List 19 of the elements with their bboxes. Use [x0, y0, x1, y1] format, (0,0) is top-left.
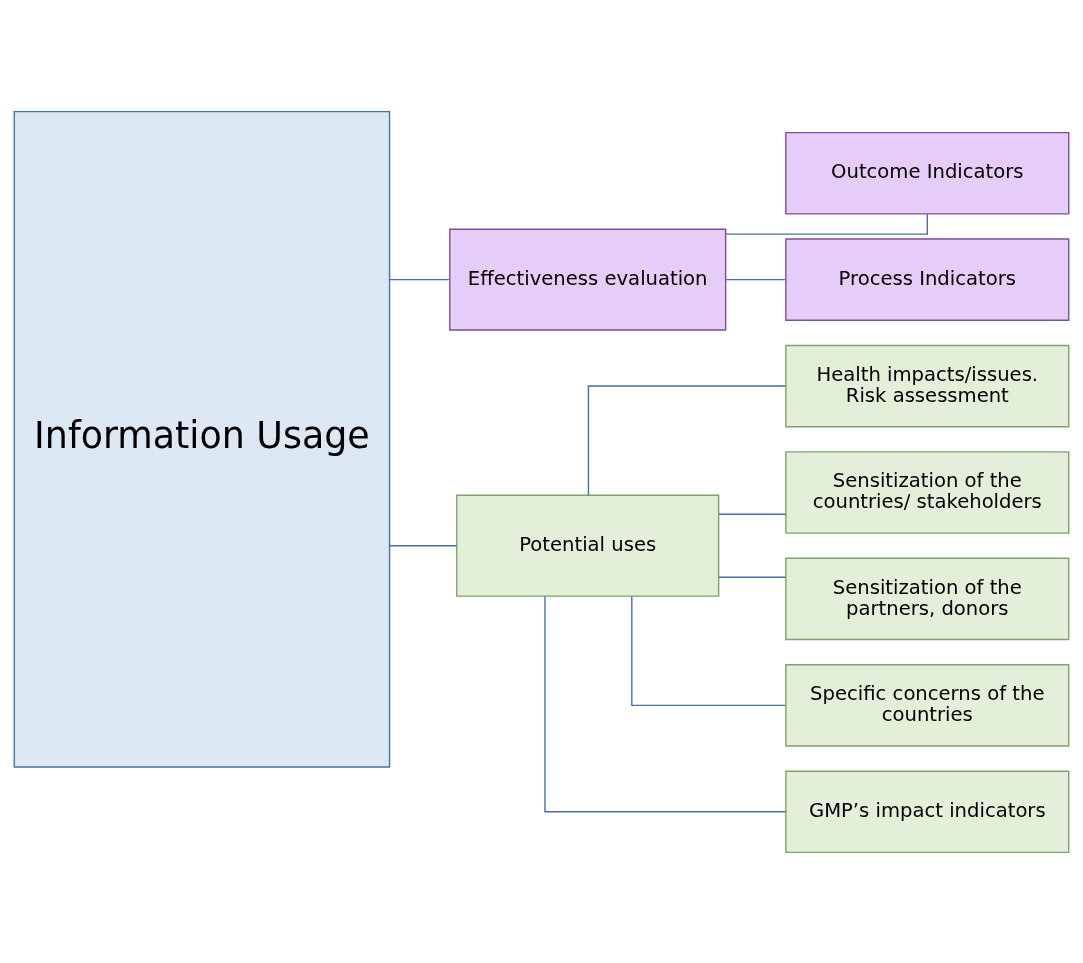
- node-box: Information Usage: [13, 110, 391, 768]
- connector: [389, 544, 458, 546]
- node-box: Specific concerns of the countries: [785, 663, 1070, 747]
- node-box: Health impacts/issues. Risk assessment: [785, 344, 1070, 427]
- connector: [587, 384, 787, 496]
- connector: [718, 513, 787, 515]
- node-box: Sensitization of the countries/ stakeholders: [785, 450, 1070, 534]
- node-box: Outcome Indicators: [785, 131, 1070, 215]
- node-box: Sensitization of the partners, donors: [785, 557, 1070, 640]
- connector: [725, 278, 787, 280]
- node-box: Effectiveness evaluation: [449, 228, 727, 331]
- connector: [631, 595, 787, 706]
- connector: [718, 576, 787, 578]
- node-box: Potential uses: [456, 494, 720, 597]
- node-box: Process Indicators: [785, 237, 1070, 321]
- connector: [544, 595, 787, 812]
- connector: [725, 213, 928, 235]
- connector: [389, 278, 451, 280]
- node-box: GMP’s impact indicators: [785, 769, 1070, 853]
